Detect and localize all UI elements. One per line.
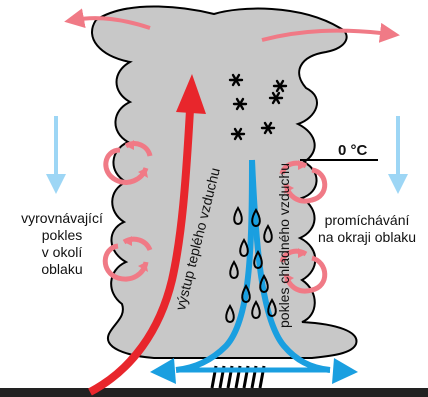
edge-mixing-line-2: na okraji oblaku — [306, 229, 428, 246]
cold-air-descent-label: pokles chladného vzduchu — [276, 163, 292, 328]
edge-mixing-label: promíchávání na okraji oblaku — [306, 212, 428, 246]
compensating-descent-line-3: v okolí — [2, 244, 122, 261]
freezing-level-label: 0 °C — [338, 142, 367, 159]
ground-strip — [0, 388, 428, 397]
compensating-descent-line-4: oblaku — [2, 261, 122, 278]
compensating-descent-line-1: vyrovnávající — [2, 210, 122, 227]
compensating-descent-line-2: pokles — [2, 227, 122, 244]
compensating-descent-label: vyrovnávající pokles v okolí oblaku — [2, 210, 122, 278]
edge-mixing-line-1: promíchávání — [306, 212, 428, 229]
